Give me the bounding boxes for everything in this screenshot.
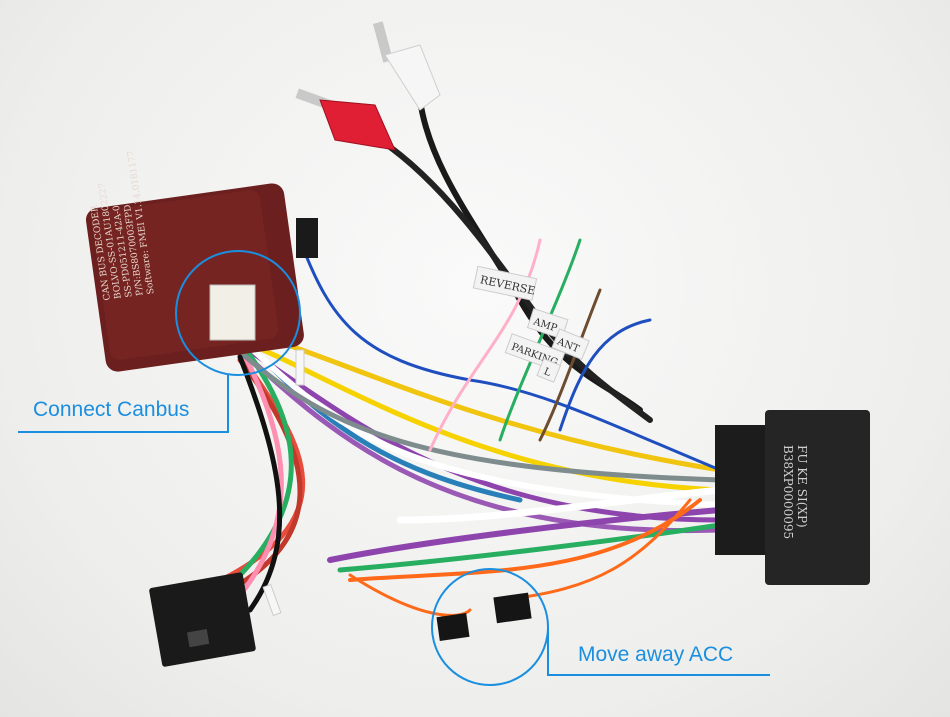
acc-callout-line <box>547 627 770 676</box>
harness-wires <box>197 238 724 617</box>
vehicle-harness-connector: FU KE SI(XP) B38XP0000095 <box>715 410 870 585</box>
canbus-highlight-circle <box>175 250 301 376</box>
move-away-acc-label: Move away ACC <box>578 643 734 666</box>
red-rca-plug <box>295 88 396 151</box>
connector-line-1: FU KE SI(XP) <box>795 445 809 528</box>
connector-line-2: B38XP0000095 <box>781 445 795 539</box>
head-unit-plug <box>149 572 256 667</box>
rca-cables <box>377 97 653 423</box>
small-black-connector <box>296 218 318 258</box>
canbus-callout-line <box>18 375 229 433</box>
zip-tie <box>262 583 282 617</box>
connect-canbus-label: Connect Canbus <box>33 398 190 421</box>
acc-connectors <box>436 592 532 641</box>
tag-extra: L <box>542 366 553 379</box>
white-rca-plug <box>372 21 441 111</box>
can-bus-decoder: CAN BUS DECODER BOLVO-SS-01AU1802227 SS-… <box>85 150 304 372</box>
annotation-callouts <box>18 250 770 686</box>
zip-tie <box>295 349 305 386</box>
